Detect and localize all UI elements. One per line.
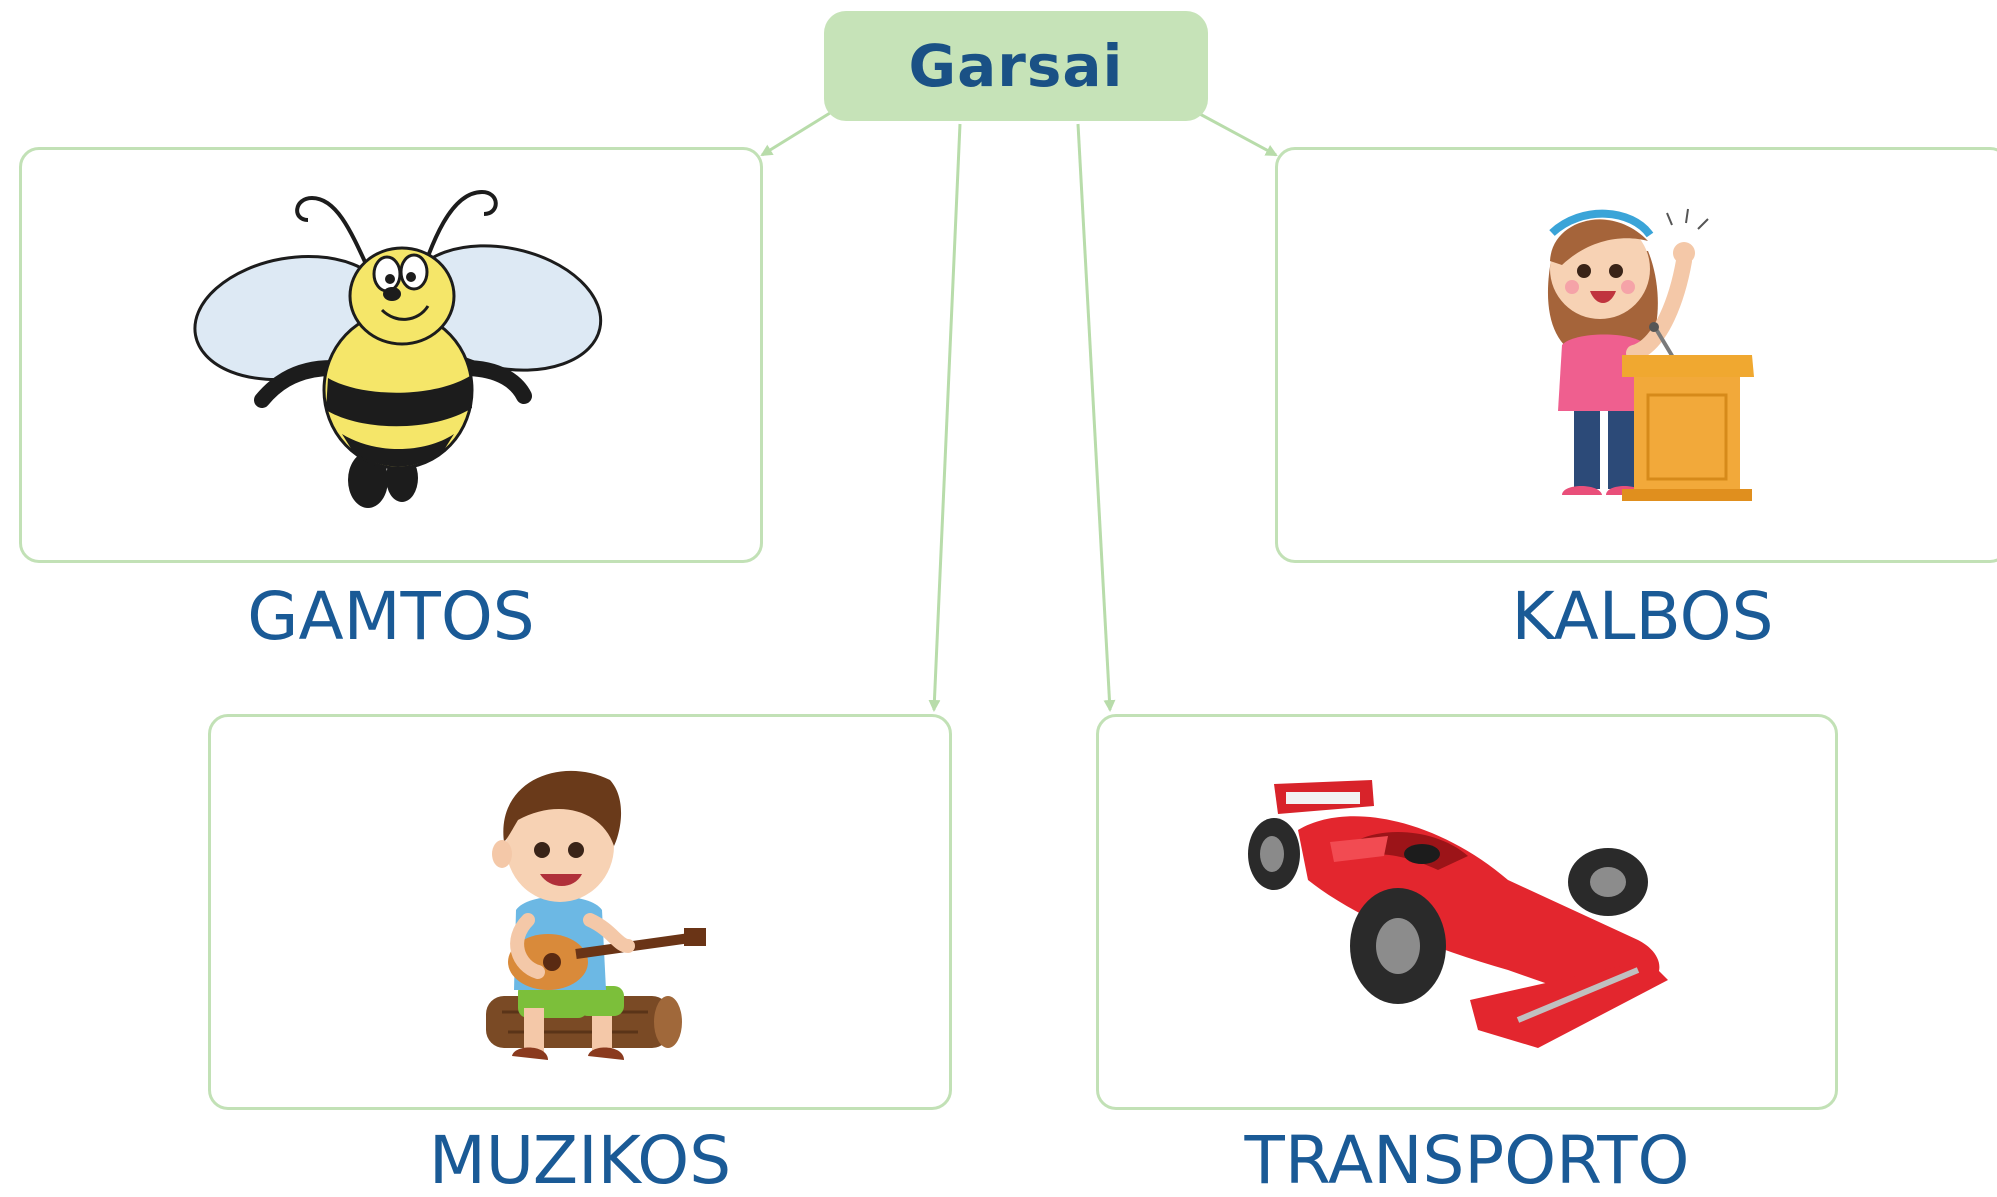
root-label: Garsai	[908, 32, 1124, 100]
card-label-gamtos: GAMTOS	[247, 578, 535, 655]
root-node: Garsai	[824, 11, 1208, 121]
card-label-transporto: TRANSPORTO	[1244, 1122, 1690, 1197]
arrow-to-transporto	[1076, 123, 1116, 712]
arrow-to-gamtos	[760, 111, 831, 157]
card-label-kalbos: KALBOS	[1511, 578, 1774, 655]
girl-at-podium-icon	[1547, 208, 1754, 501]
arrow-to-muzikos	[928, 123, 962, 712]
boy-with-guitar-icon	[486, 770, 706, 1060]
arrow-to-kalbos	[1197, 111, 1278, 157]
bee-icon	[193, 189, 603, 508]
card-label-muzikos: MUZIKOS	[428, 1122, 732, 1197]
race-car-icon	[1248, 780, 1668, 1048]
